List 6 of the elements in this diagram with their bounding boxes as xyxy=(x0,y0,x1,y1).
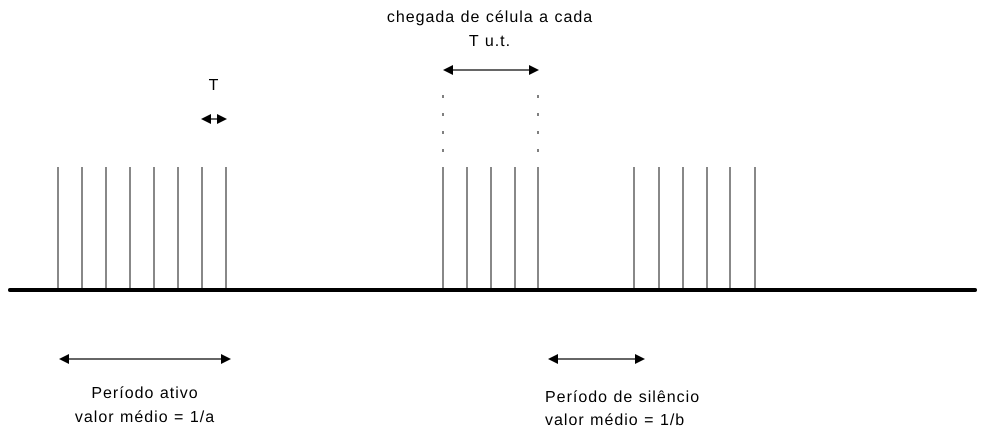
annotation-text: T xyxy=(208,76,220,96)
annotation-text: Período ativo xyxy=(90,384,200,404)
annotation-text: valor médio = 1/a xyxy=(74,408,216,428)
annotation-text: chegada de célula a cada T u.t. xyxy=(386,8,594,52)
annotation-text: valor médio = 1/b xyxy=(545,411,686,431)
annotation-text: Período de silêncio xyxy=(545,388,702,408)
